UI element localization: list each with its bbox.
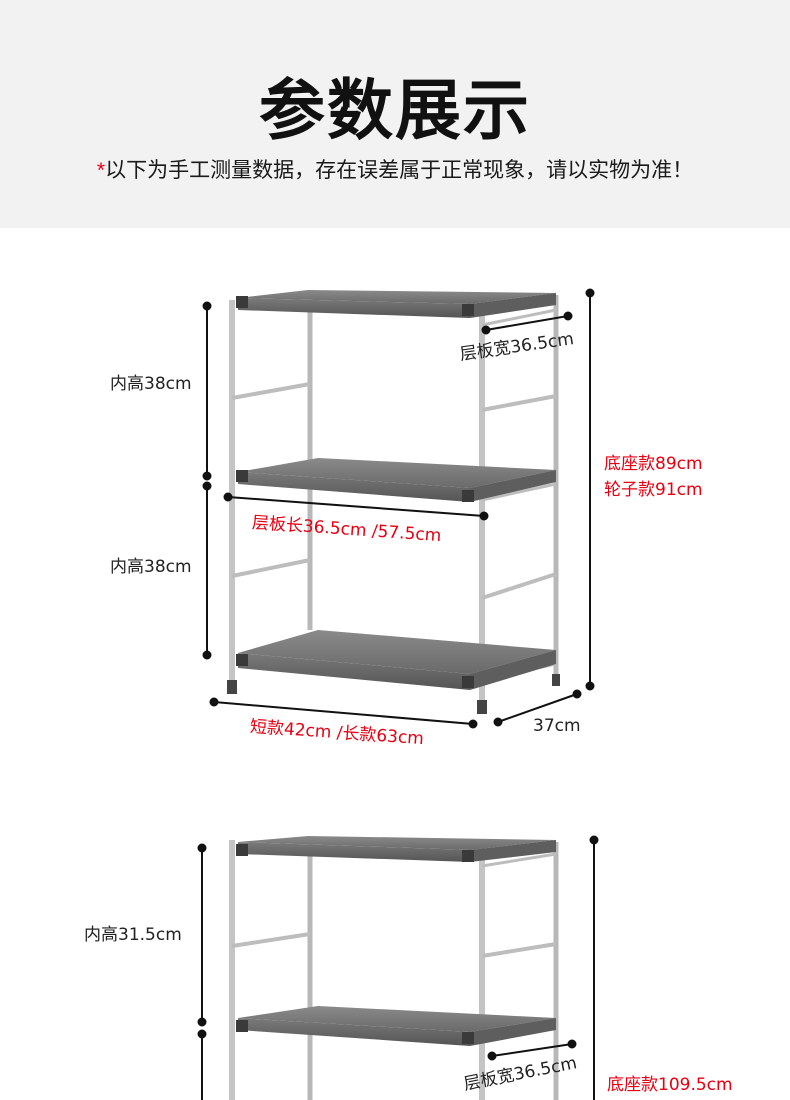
inner-height-2-label: 内高31.5cm bbox=[84, 925, 182, 945]
inner-height-top-label: 内高38cm bbox=[110, 374, 192, 394]
depth-label: 37cm bbox=[533, 716, 581, 736]
base-height-label: 底座款89cm bbox=[604, 454, 703, 474]
disclaimer-star: * bbox=[96, 159, 106, 182]
dimension-lines-2 bbox=[197, 835, 599, 1100]
shelf-rack-2 bbox=[229, 836, 559, 1100]
disclaimer-note: *以下为手工测量数据，存在误差属于正常现象，请以实物为准！ bbox=[0, 156, 790, 186]
base-height-2-label: 底座款109.5cm bbox=[607, 1075, 733, 1095]
inner-height-bottom-label: 内高38cm bbox=[110, 557, 192, 577]
dimension-lines-1 bbox=[202, 288, 595, 729]
page-title: 参数展示 bbox=[259, 72, 531, 149]
disclaimer-text: 以下为手工测量数据，存在误差属于正常现象，请以实物为准！ bbox=[105, 159, 694, 182]
shelf-rack-1 bbox=[227, 290, 560, 714]
wheel-height-label: 轮子款91cm bbox=[604, 480, 703, 500]
header-banner bbox=[0, 0, 790, 228]
